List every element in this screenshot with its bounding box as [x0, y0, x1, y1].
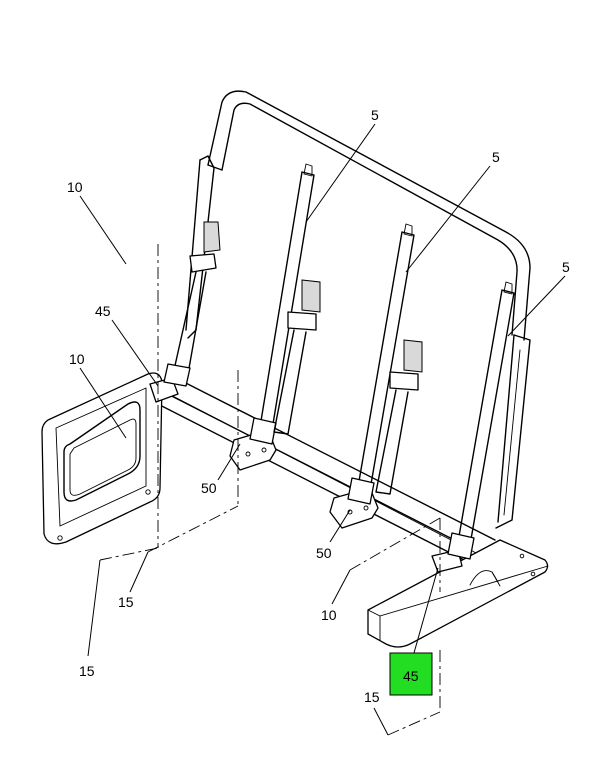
seat-belt-strap-1	[249, 163, 315, 445]
left-side-panel	[41, 372, 163, 545]
phantom-lines	[99, 244, 441, 736]
seat-belt-strap-2	[347, 223, 415, 505]
callout-5-b: 5	[492, 149, 500, 165]
callout-5-a: 5	[371, 107, 379, 123]
buckle-assembly-1	[163, 221, 221, 387]
callout-10-a: 10	[67, 179, 83, 195]
buckle-assembly-3	[375, 339, 423, 495]
callout-50-a: 50	[201, 480, 217, 496]
callout-5-c: 5	[562, 259, 570, 275]
callout-15-a: 15	[118, 594, 134, 610]
callout-50-b: 50	[316, 545, 332, 561]
callout-45-b[interactable]: 45	[403, 668, 419, 684]
callout-15-b: 15	[79, 663, 95, 679]
callout-15-c: 15	[364, 689, 380, 705]
callout-10-b: 10	[69, 351, 85, 367]
seat-belt-strap-3	[447, 281, 515, 560]
seat-base-frame	[149, 374, 496, 564]
callout-45-a: 45	[95, 303, 111, 319]
right-armrest	[367, 539, 549, 648]
buckle-assembly-2	[273, 279, 321, 435]
callout-10-c: 10	[321, 607, 337, 623]
highlight-box[interactable]	[389, 652, 433, 696]
leader-lines	[79, 123, 566, 736]
callout-labels: 5 5 5 10 45 10 50 50 15 10 15 15	[67, 107, 570, 705]
highlighted-callout-45[interactable]: 45	[389, 652, 433, 696]
seat-back-frame	[185, 90, 531, 529]
